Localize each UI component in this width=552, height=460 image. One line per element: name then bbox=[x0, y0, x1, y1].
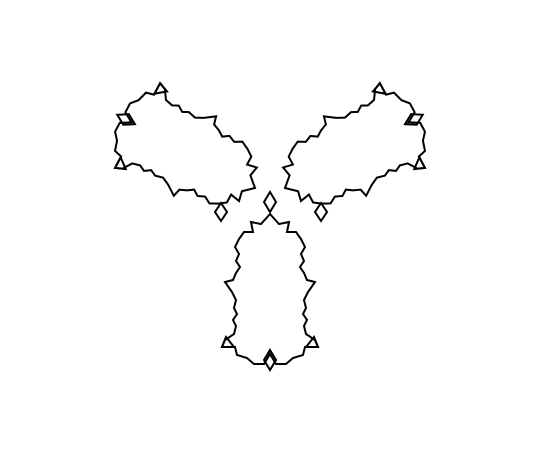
upper-left-lobe-tip-diamond bbox=[115, 113, 137, 126]
upper-right-lobe-outline bbox=[281, 81, 427, 205]
lower-lobe-tip-diamond bbox=[262, 348, 278, 372]
right-junction-diamond bbox=[313, 201, 329, 223]
upper-right-lobe bbox=[281, 81, 427, 205]
lower-lobe bbox=[220, 212, 320, 372]
lower-lobe-left-flag bbox=[220, 335, 237, 348]
upper-right-lobe-left-flag bbox=[412, 155, 427, 171]
lower-lobe-outline bbox=[220, 212, 320, 365]
upper-right-lobe-tip-diamond bbox=[403, 113, 425, 126]
upper-left-lobe-outline bbox=[113, 81, 259, 205]
upper-right-lobe-right-flag bbox=[371, 81, 388, 96]
upper-left-lobe-right-flag bbox=[113, 155, 128, 171]
left-junction-diamond bbox=[213, 201, 229, 223]
center-diamond bbox=[262, 190, 278, 214]
lower-lobe-right-flag bbox=[303, 335, 320, 348]
upper-left-lobe bbox=[113, 81, 259, 205]
upper-left-lobe-left-flag bbox=[152, 81, 169, 96]
